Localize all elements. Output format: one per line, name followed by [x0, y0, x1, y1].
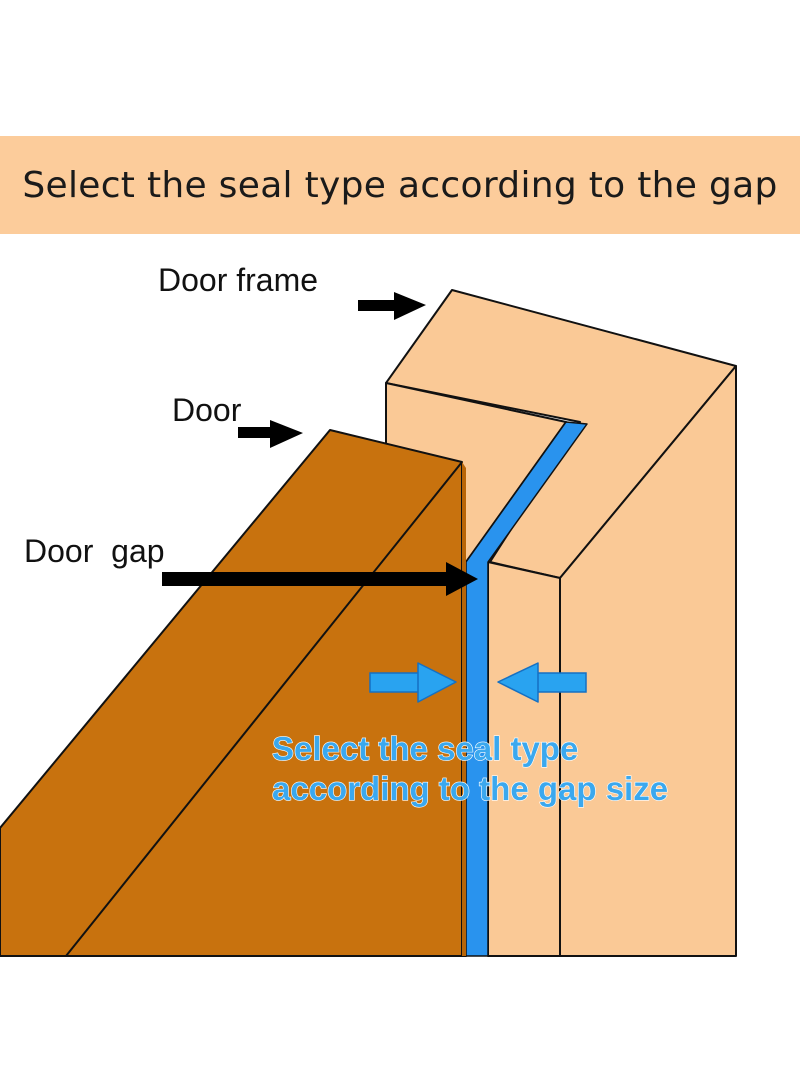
door-edge-face [462, 462, 466, 956]
arrow-left-icon [497, 662, 587, 703]
title-banner: Select the seal type according to the ga… [0, 136, 800, 234]
door-front-face [0, 429, 463, 957]
arrow-right-icon [369, 662, 457, 703]
banner-title: Select the seal type according to the ga… [22, 164, 778, 206]
door-frame-label: Door frame [158, 262, 318, 298]
gap-note-line-1: Select the seal type [272, 730, 578, 767]
arrow-right-icon [238, 420, 303, 448]
gap-note-line-2: according to the gap size [272, 770, 668, 807]
door-edge-line [65, 461, 463, 957]
arrow-right-icon [358, 292, 426, 320]
door-label: Door [172, 392, 242, 428]
door-gap-label: Door gap [24, 533, 165, 569]
arrow-right-icon [162, 562, 478, 596]
